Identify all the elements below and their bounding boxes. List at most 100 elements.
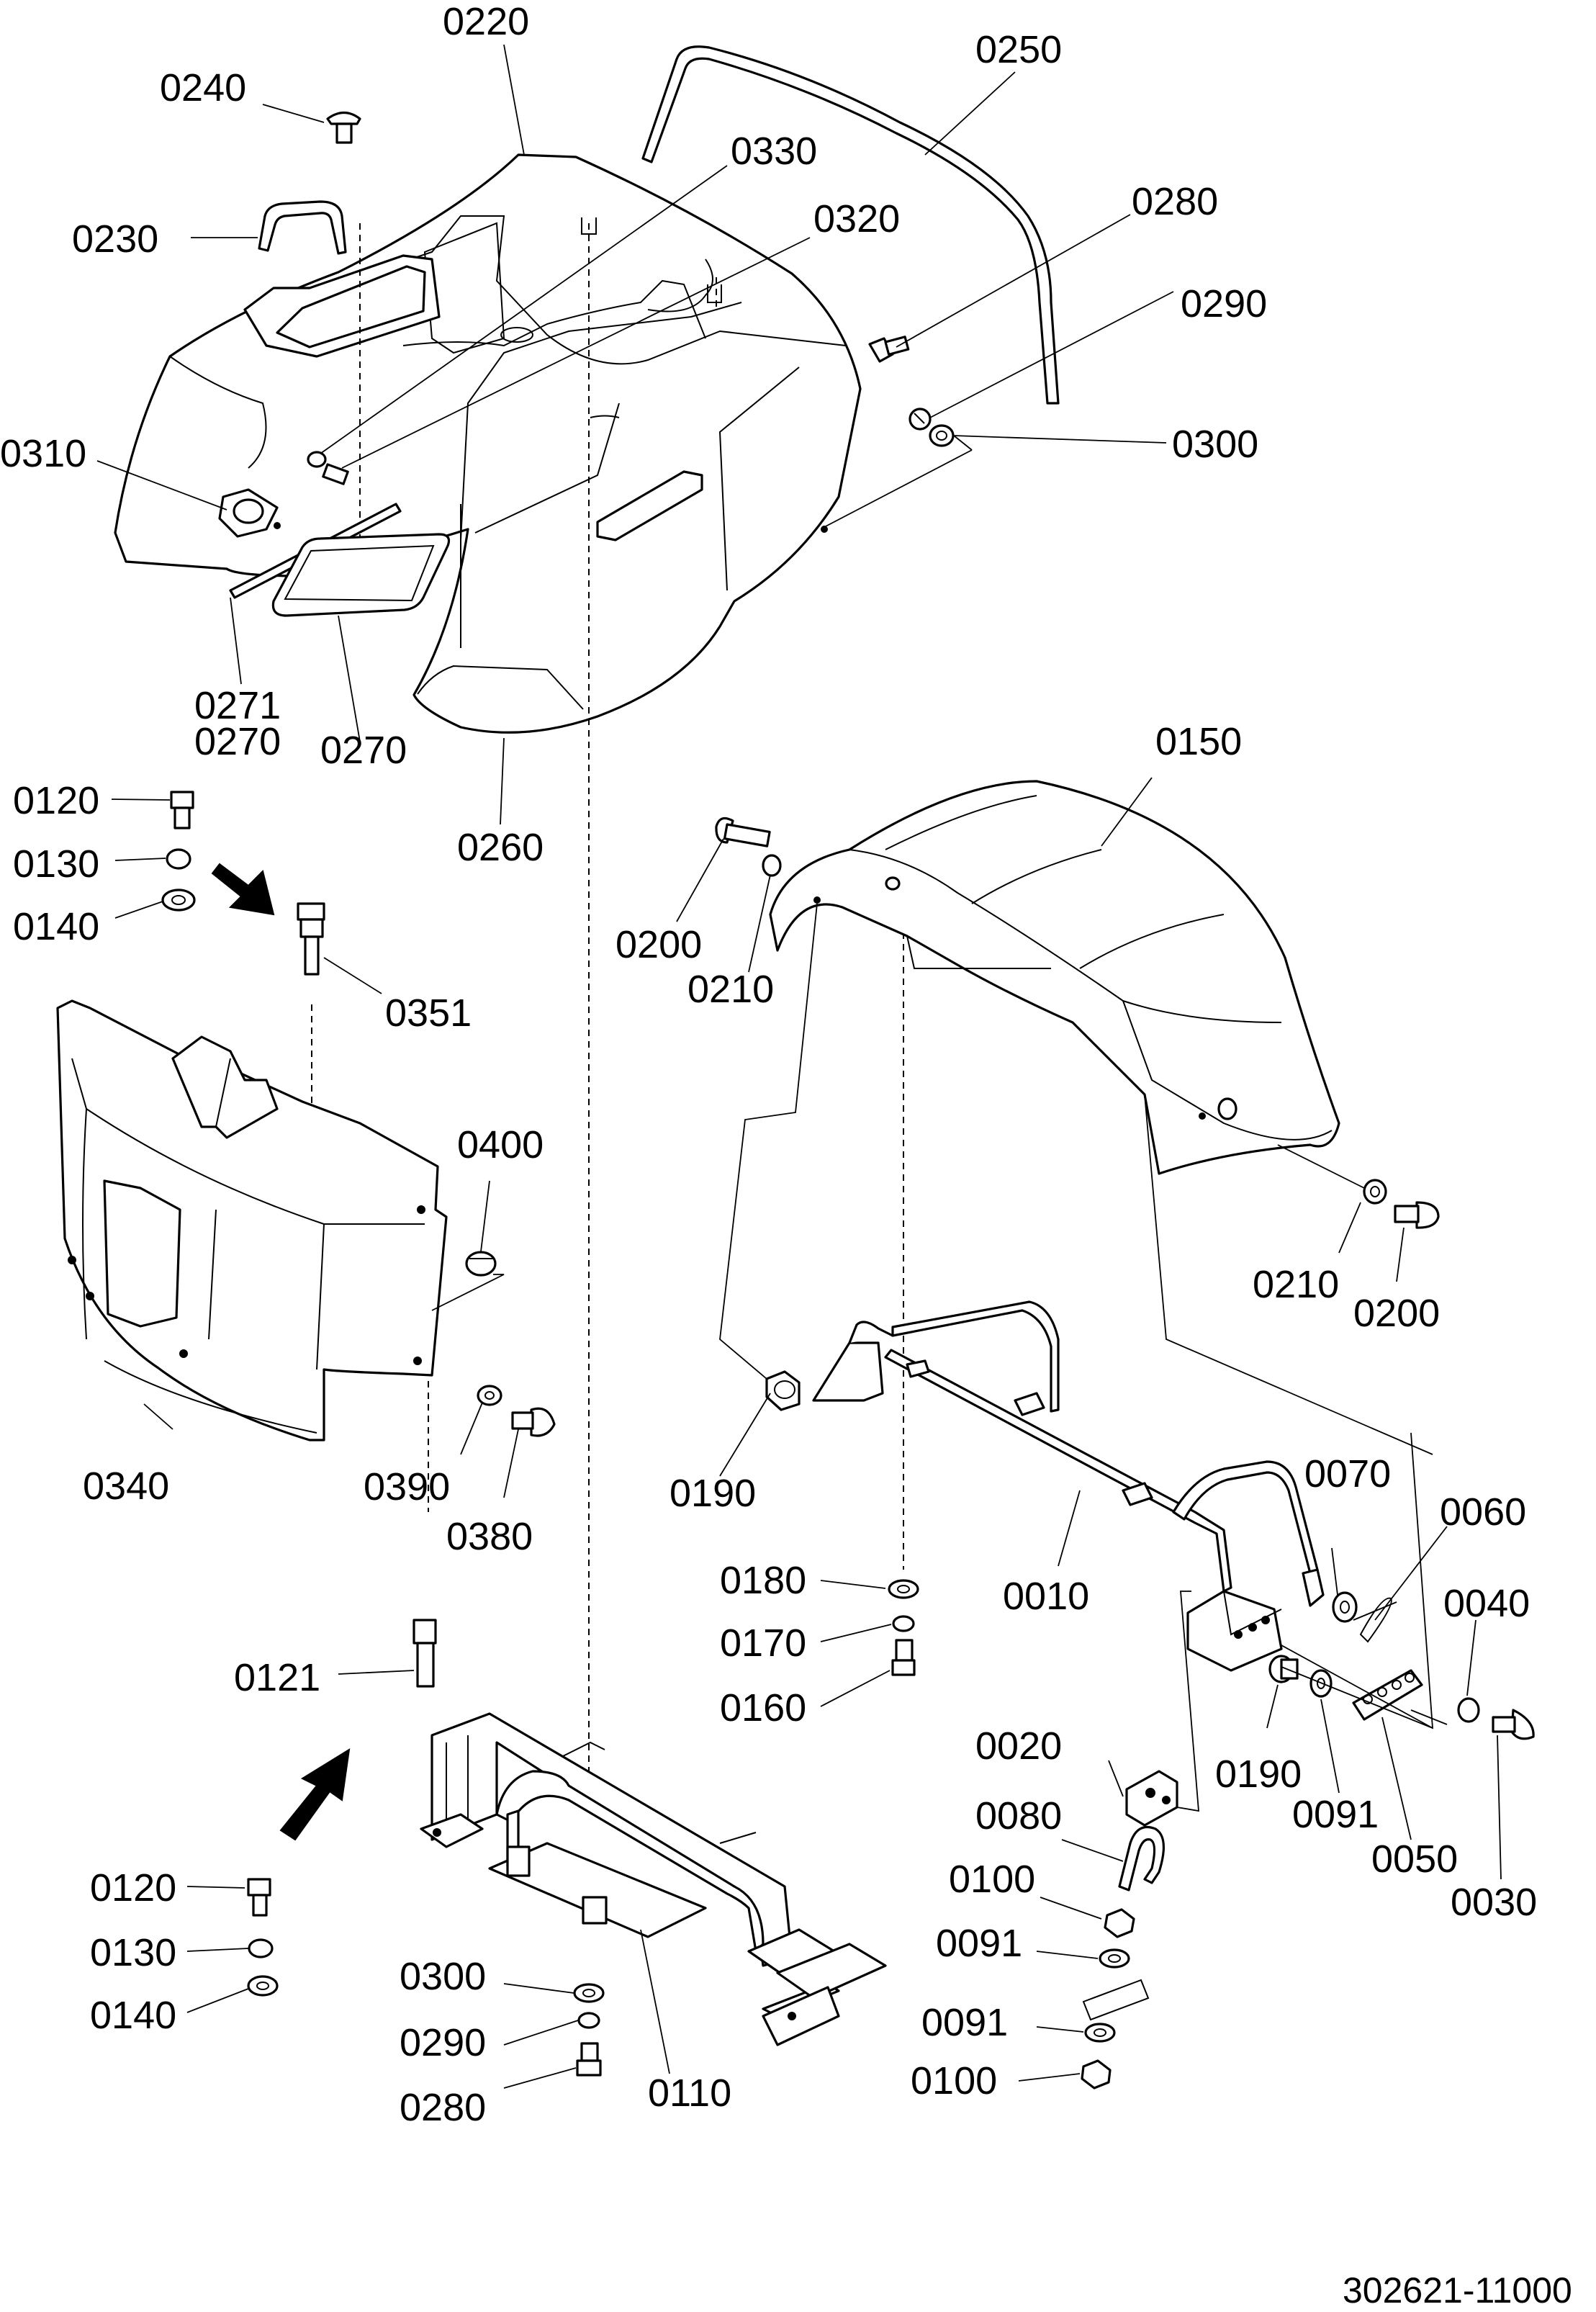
label-0300-bot: 0300: [400, 1955, 486, 1998]
lock-washer-0040: [1457, 1697, 1480, 1723]
bolt-0120-b: [247, 1878, 271, 1917]
washer-0210-a: [762, 854, 782, 877]
gasket-0270: [271, 533, 451, 617]
washer-0140-a: [161, 889, 196, 912]
label-0100-b: 0100: [911, 2059, 997, 2102]
label-0130-b: 0130: [90, 1931, 176, 1974]
bolt-0320: [322, 463, 349, 485]
label-0351: 0351: [385, 991, 472, 1035]
washer-0091-c: [1084, 2023, 1116, 2043]
washer-0180: [888, 1579, 919, 1599]
connection-lines: [719, 903, 1448, 1812]
screw-0030: [1492, 1709, 1535, 1740]
label-0310: 0310: [0, 432, 86, 475]
bracket-0110: [420, 1712, 887, 2046]
arrow-top-left: [211, 863, 275, 916]
nut-0100-b: [1081, 2059, 1112, 2090]
u-bolt-0080: [1118, 1825, 1166, 1892]
label-0140-b: 0140: [90, 1994, 176, 2037]
u-marks: [581, 217, 722, 303]
label-0200-a: 0200: [616, 923, 702, 966]
bolt-0121: [412, 1619, 437, 1688]
label-0290-top: 0290: [1181, 282, 1267, 325]
label-0010: 0010: [1003, 1575, 1089, 1618]
washer-0330: [307, 451, 327, 468]
nut-0400: [465, 1251, 497, 1277]
label-0180: 0180: [720, 1559, 806, 1602]
lock-washer-0130-b: [248, 1938, 274, 1958]
washer-0070: [1332, 1591, 1358, 1623]
label-0040: 0040: [1443, 1582, 1530, 1625]
label-0080: 0080: [975, 1794, 1062, 1838]
label-0400: 0400: [457, 1123, 544, 1166]
label-0340: 0340: [83, 1465, 169, 1508]
label-0030: 0030: [1451, 1881, 1537, 1924]
label-0300-top: 0300: [1172, 423, 1258, 466]
lock-washer-0170: [892, 1615, 915, 1632]
label-0280-bot: 0280: [400, 2086, 486, 2129]
label-0380: 0380: [446, 1515, 533, 1558]
bushing-0190-b: [1268, 1655, 1299, 1683]
nut-0310: [218, 488, 281, 538]
bolt-0280-top: [868, 336, 910, 363]
label-0271: 0271: [194, 684, 281, 727]
block-0020: [1125, 1770, 1178, 1827]
screw-0200-b: [1394, 1201, 1440, 1229]
washer-0140-b: [247, 1975, 279, 1997]
label-0260: 0260: [457, 826, 544, 869]
label-0220: 0220: [443, 0, 529, 43]
bolt-0120-a: [170, 791, 194, 829]
washer-0210-b: [1363, 1179, 1387, 1205]
label-0110: 0110: [648, 2072, 731, 2115]
label-0330: 0330: [731, 130, 817, 173]
label-0020: 0020: [975, 1724, 1062, 1768]
label-0320: 0320: [813, 197, 900, 240]
label-0100-a: 0100: [949, 1858, 1035, 1901]
label-0250: 0250: [975, 28, 1062, 71]
label-0210-b: 0210: [1253, 1263, 1339, 1306]
bushing-0190-a: [765, 1370, 801, 1411]
label-0170: 0170: [720, 1621, 806, 1665]
screw-0200-a: [715, 817, 771, 847]
washer-0091-b: [1099, 1948, 1130, 1969]
lock-washer-0130-a: [166, 848, 191, 870]
label-0200-b: 0200: [1353, 1292, 1440, 1335]
label-0190-a: 0190: [669, 1472, 756, 1515]
screw-0380: [511, 1407, 556, 1437]
washer-0300-top: [929, 424, 955, 447]
fender-0150: [769, 780, 1340, 1175]
label-0120-a: 0120: [13, 779, 99, 822]
label-0290-bot: 0290: [400, 2021, 486, 2064]
label-0091-c: 0091: [921, 2001, 1008, 2044]
handle-0230: [258, 200, 347, 255]
label-0130-a: 0130: [13, 842, 99, 886]
label-0390: 0390: [364, 1465, 450, 1508]
edge-trim-0250: [641, 45, 1060, 405]
washer-0390: [477, 1385, 502, 1406]
label-0240: 0240: [160, 66, 246, 109]
label-0270-b: 0270: [320, 729, 407, 772]
bolt-0160: [891, 1639, 916, 1676]
label-0060: 0060: [1440, 1490, 1526, 1534]
leader-lines: [96, 44, 1502, 2089]
dashed-plate-ref: [1082, 1979, 1150, 2021]
label-0270-a: 0270: [194, 720, 281, 763]
label-0091-a: 0091: [1292, 1793, 1379, 1836]
lock-washer-0290-top: [909, 408, 932, 431]
label-0160: 0160: [720, 1686, 806, 1729]
frame-0010: [812, 1300, 1325, 1672]
nut-0100-a: [1104, 1908, 1135, 1938]
label-0120-b: 0120: [90, 1866, 176, 1910]
label-0070: 0070: [1304, 1452, 1391, 1495]
bolt-0280-bot: [576, 2042, 602, 2077]
label-0150: 0150: [1155, 720, 1242, 763]
bolt-0351: [297, 902, 325, 976]
label-0190-b: 0190: [1215, 1753, 1302, 1796]
label-0140-a: 0140: [13, 905, 99, 948]
washer-0300-bot: [573, 1983, 605, 2003]
label-0050: 0050: [1371, 1838, 1458, 1881]
label-0280-top: 0280: [1132, 180, 1218, 223]
label-0230: 0230: [72, 217, 158, 261]
